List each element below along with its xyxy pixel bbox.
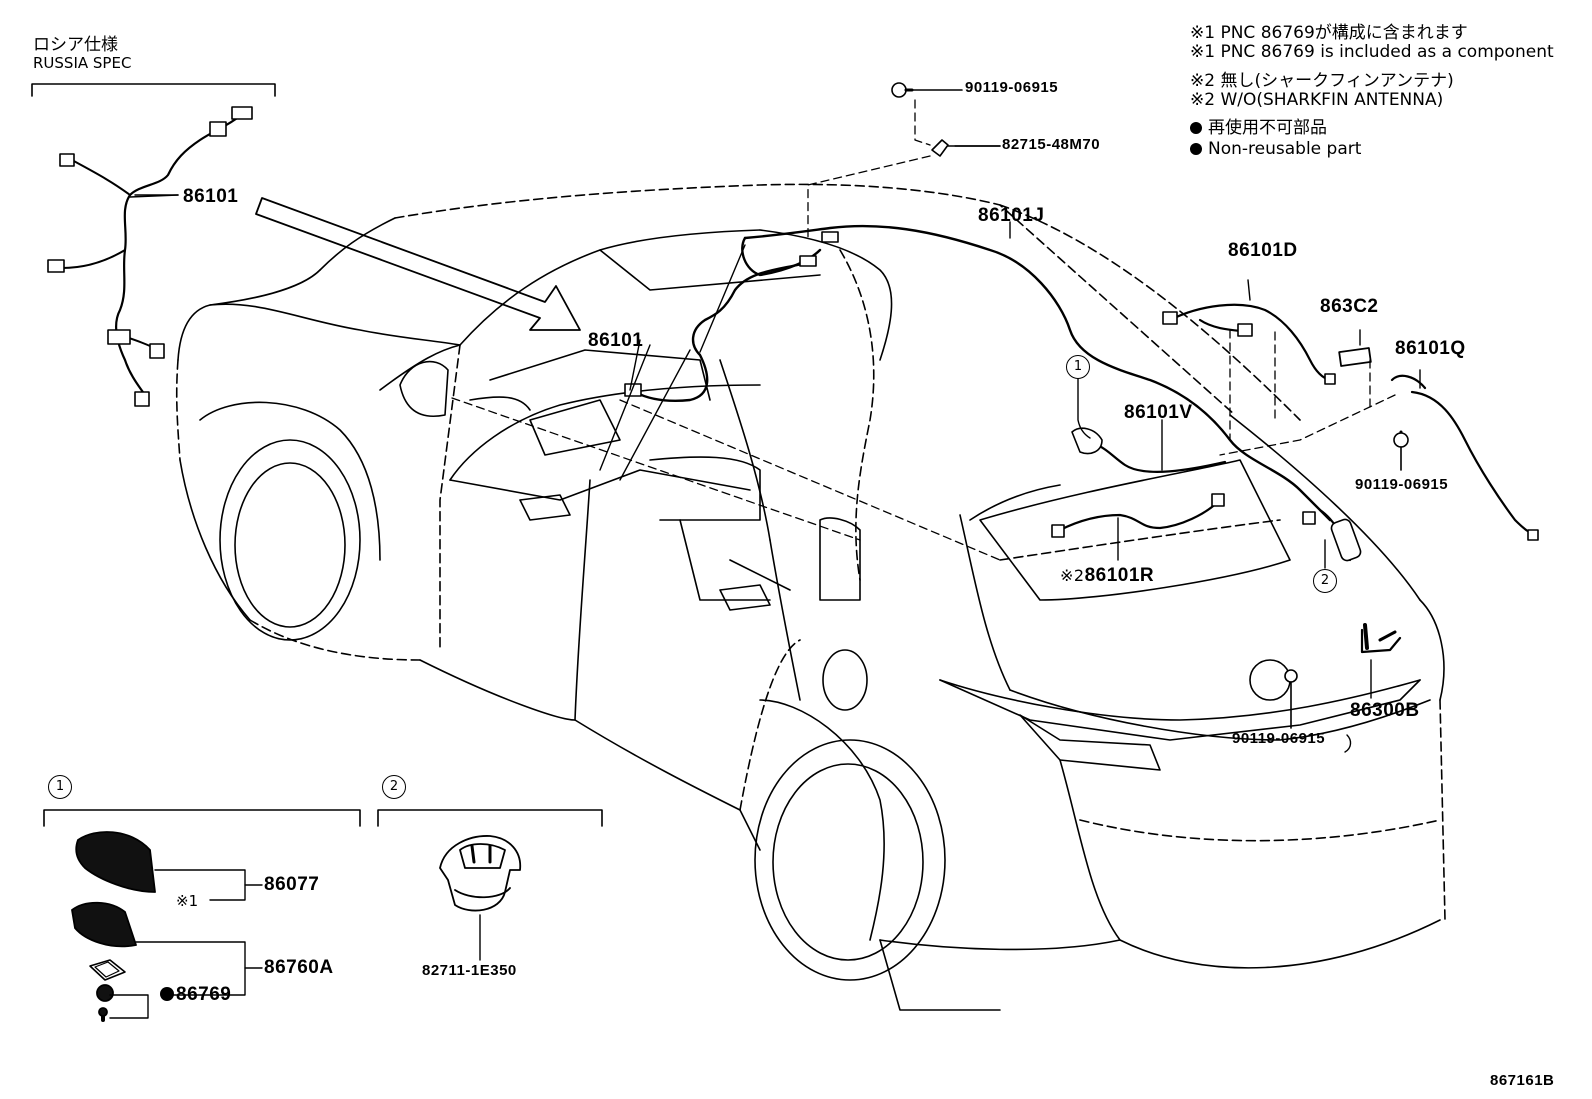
bolt-90119-bottom [1284, 669, 1298, 729]
reference-lines [451, 99, 1396, 561]
callout-2-car: 2 [1313, 569, 1337, 593]
label-86101Q: 86101Q [1395, 338, 1466, 359]
clip-82715 [931, 139, 1001, 157]
part-86300B [1360, 623, 1402, 654]
label-86101-russia: 86101 [183, 186, 239, 207]
russia-spec-jp: ロシア仕様 [33, 35, 118, 55]
label-86300B: 86300B [1350, 700, 1420, 721]
drawing-number: 867161B [1490, 1072, 1555, 1089]
callout-1-bracket [43, 809, 361, 827]
callout-1-car: 1 [1066, 355, 1090, 379]
sharkfin-base-86760A [71, 901, 137, 1022]
bolt-90119-right [1393, 430, 1409, 471]
label-86077-mark: ※1 [176, 892, 199, 910]
label-86101J: 86101J [978, 205, 1045, 226]
callout-2-bracket [377, 809, 603, 827]
pillar-clip-assembly [1302, 508, 1362, 562]
harness-86101V [1071, 427, 1227, 473]
label-86101V: 86101V [1124, 402, 1193, 423]
label-90119-right: 90119-06915 [1355, 476, 1449, 493]
callout-2-detail: 2 [382, 775, 406, 799]
callout-1-detail: 1 [48, 775, 72, 799]
label-863C2: 863C2 [1320, 296, 1379, 317]
harness-86101R [1051, 493, 1225, 538]
bolt-90119-top [891, 82, 963, 98]
filled-dot-icon [160, 987, 174, 1001]
label-82715-48M70: 82715-48M70 [1002, 136, 1101, 153]
filled-dot-icon [1190, 122, 1202, 134]
label-86101R: ※286101R [1060, 565, 1155, 586]
harness-86101D [1162, 303, 1336, 385]
russia-spec-bracket [31, 83, 276, 97]
part-863C2 [1338, 347, 1372, 367]
note-1-en: ※1 PNC 86769 is included as a component [1190, 42, 1554, 62]
label-82711-1E350: 82711-1E350 [422, 962, 517, 979]
sharkfin-leaders [109, 869, 263, 1019]
direction-arrow [255, 197, 581, 331]
car-body [175, 183, 1446, 1011]
russia-harness-86101 [47, 106, 253, 407]
harness-86101Q [1390, 374, 1539, 541]
russia-spec-en: RUSSIA SPEC [33, 54, 132, 72]
note-2-jp: ※2 無し(シャークフィンアンテナ) [1190, 71, 1454, 91]
note-2-en: ※2 W/O(SHARKFIN ANTENNA) [1190, 90, 1444, 110]
label-90119-top: 90119-06915 [965, 79, 1059, 96]
dash-harness-86101 [624, 231, 839, 402]
filled-dot-icon [1190, 143, 1202, 155]
sharkfin-cover-86077 [75, 831, 156, 893]
note-nonreusable-jp: 再使用不可部品 [1190, 113, 1327, 138]
label-86077: 86077 [264, 874, 320, 895]
label-86760A: 86760A [264, 957, 334, 978]
label-86101D: 86101D [1228, 240, 1298, 261]
roof-harness-86101J [741, 224, 1332, 522]
clip-82711 [439, 835, 522, 961]
label-86101-main: 86101 [588, 330, 644, 351]
note-1-jp: ※1 PNC 86769が構成に含まれます [1190, 23, 1468, 43]
leader-lines [134, 145, 1421, 753]
label-90119-bottom: 90119-06915 [1232, 730, 1326, 747]
note-nonreusable-en: Non-reusable part [1190, 139, 1361, 159]
label-86769: 86769 [160, 984, 231, 1006]
